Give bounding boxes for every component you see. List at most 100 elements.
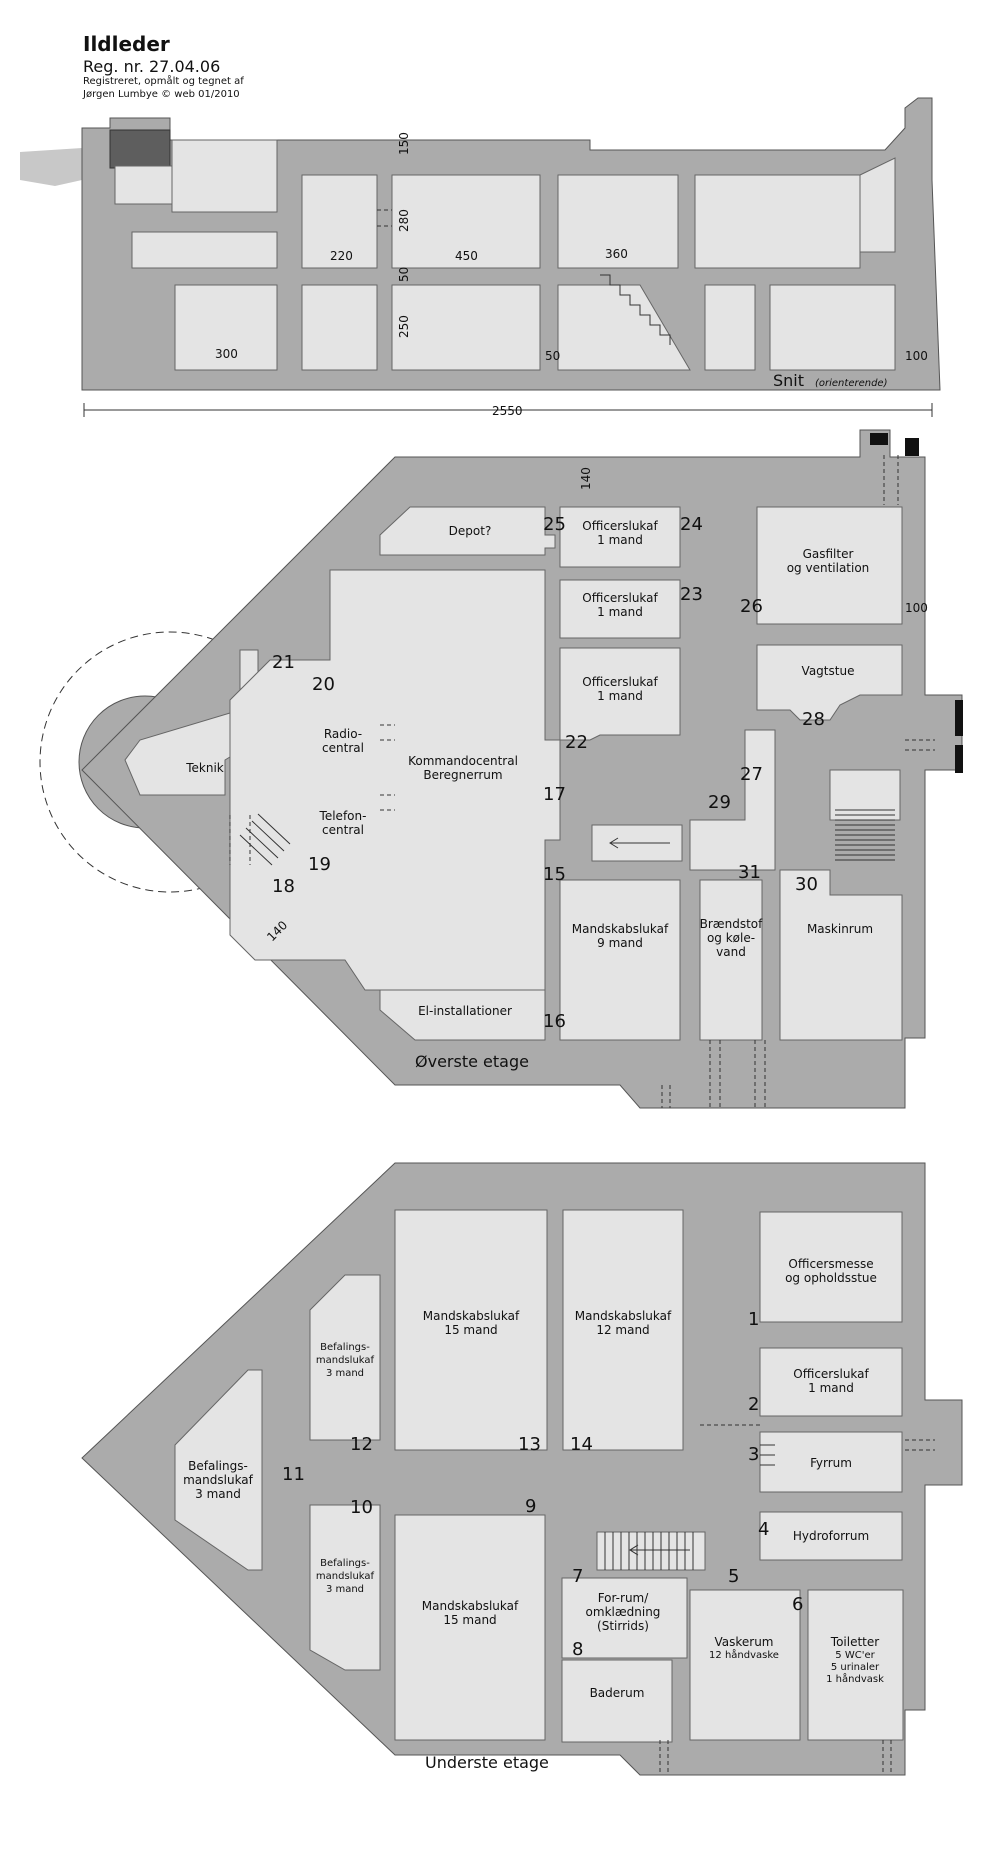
upper-dash-lines-radio	[380, 724, 395, 811]
door-number-8: 8	[572, 1639, 583, 1660]
section-terrain	[20, 148, 82, 186]
lower-floor-plan: Mandskabslukaf 15 mand Mandskabslukaf 12…	[81, 1162, 963, 1776]
label-officer-lower-1: Officerslukaf	[793, 1367, 869, 1381]
room-befalingsmandslukaf-north[interactable]	[309, 1274, 381, 1441]
room-befalingsmandslukaf-south[interactable]	[309, 1504, 381, 1671]
label-befal-south-2: mandslukaf	[316, 1571, 375, 1582]
section-stair-steps	[600, 274, 671, 345]
upper-dim-100: 100	[905, 601, 928, 615]
section-dim-300: 300	[215, 347, 238, 361]
section-room-g	[391, 284, 541, 371]
section-dim-450: 450	[455, 249, 478, 263]
label-hydroforrum: Hydroforrum	[793, 1529, 869, 1543]
lower-stair-arrow	[629, 1544, 690, 1556]
section-room-c	[557, 174, 679, 269]
room-gasfilter[interactable]	[756, 506, 903, 625]
room-befalingsmandslukaf-west[interactable]	[174, 1369, 263, 1571]
label-toiletter-2: 5 WC'er	[835, 1650, 875, 1661]
label-toiletter-4: 1 håndvask	[826, 1672, 884, 1685]
section-dim-250: 250	[397, 315, 411, 338]
door-number-6: 6	[792, 1594, 803, 1615]
label-officerslukaf-top-2: 1 mand	[597, 533, 643, 547]
door-number-23: 23	[680, 584, 703, 605]
upper-stair-east[interactable]	[829, 769, 901, 821]
room-kommandocentral[interactable]	[229, 569, 561, 991]
door-number-12: 12	[350, 1434, 373, 1455]
section-corridor	[131, 231, 278, 269]
section-dim-220: 220	[330, 249, 353, 263]
label-officerslukaf-low-1: Officerslukaf	[582, 675, 658, 689]
section-entrance-dark	[109, 129, 171, 169]
room-officerslukaf-mid[interactable]	[559, 579, 681, 639]
room-officersmesse[interactable]	[759, 1211, 903, 1323]
room-officerslukaf-lower[interactable]	[759, 1347, 903, 1417]
registration-number: Reg. nr. 27.04.06	[83, 57, 221, 76]
door-number-29: 29	[708, 792, 731, 813]
label-mandskab15n-1: Mandskabslukaf	[423, 1309, 520, 1323]
label-vaskerum-1: Vaskerum	[714, 1635, 773, 1649]
label-befal-north-3: 3 mand	[326, 1368, 364, 1379]
door-number-15: 15	[543, 864, 566, 885]
room-maskinrum[interactable]	[779, 869, 903, 1041]
lower-floor-label: Underste etage	[425, 1753, 549, 1772]
room-braendstof[interactable]	[699, 879, 763, 1041]
credit-line-1: Registreret, opmålt og tegnet af	[83, 76, 244, 87]
room-vagtstue[interactable]	[756, 644, 903, 721]
section-view: 150 280 50 250 220 450 360 300 50 100 Sn…	[20, 97, 941, 418]
room-depot[interactable]	[379, 506, 556, 556]
label-braendstof-1: Brændstof	[700, 917, 763, 931]
door-number-16: 16	[543, 1011, 566, 1032]
label-vagtstue: Vagtstue	[802, 664, 855, 678]
upper-west-stair-steps	[239, 813, 291, 866]
room-fyrrum[interactable]	[759, 1431, 903, 1493]
section-stair-right	[859, 157, 896, 253]
room-mandskabslukaf-15-north[interactable]	[394, 1209, 548, 1451]
section-label: Snit	[773, 371, 804, 390]
door-number-1: 1	[748, 1309, 759, 1330]
room-baderum[interactable]	[561, 1659, 673, 1743]
room-forrum[interactable]	[561, 1577, 688, 1659]
section-dim-line	[83, 403, 933, 417]
section-room-b	[391, 174, 541, 269]
upper-side-door-a	[955, 700, 963, 736]
label-forrum-1: For-rum/	[598, 1591, 650, 1605]
door-number-2: 2	[748, 1394, 759, 1415]
section-room-e	[174, 284, 278, 371]
label-officerslukaf-low-2: 1 mand	[597, 689, 643, 703]
label-baderum: Baderum	[590, 1686, 645, 1700]
upper-corridor-east[interactable]	[689, 729, 776, 871]
room-teknik[interactable]	[124, 649, 259, 796]
door-number-21: 21	[272, 652, 295, 673]
label-befal-north-1: Befalings-	[320, 1342, 370, 1353]
label-mandskab9-1: Mandskabslukaf	[572, 922, 669, 936]
label-mandskab12-2: 12 mand	[596, 1323, 649, 1337]
label-officerslukaf-mid-2: 1 mand	[597, 605, 643, 619]
upper-entrance-black	[870, 433, 888, 445]
lower-stair[interactable]	[596, 1531, 706, 1571]
room-toiletter[interactable]	[807, 1589, 904, 1741]
label-fyrrum: Fyrrum	[810, 1456, 852, 1470]
label-gasfilter-1: Gasfilter	[803, 547, 854, 561]
label-officerslukaf-mid-1: Officerslukaf	[582, 591, 658, 605]
section-dim-50b: 50	[545, 349, 560, 363]
room-mandskabslukaf-12[interactable]	[562, 1209, 684, 1451]
section-passage-dash	[377, 209, 392, 227]
lower-fyrrum-steps	[760, 1444, 775, 1466]
room-hydroforrum[interactable]	[759, 1511, 903, 1561]
door-number-14: 14	[570, 1434, 593, 1455]
label-mandskab15s-1: Mandskabslukaf	[422, 1599, 519, 1613]
upper-floor-label: Øverste etage	[415, 1052, 529, 1071]
label-befal-south-1: Befalings-	[320, 1558, 370, 1569]
room-mandskabslukaf-9[interactable]	[559, 879, 681, 1041]
room-officerslukaf-top[interactable]	[559, 506, 681, 568]
section-dim-360: 360	[605, 247, 628, 261]
label-el-installationer: El-installationer	[418, 1004, 512, 1018]
room-vaskerum[interactable]	[689, 1589, 801, 1741]
room-el-installationer[interactable]	[379, 989, 546, 1041]
credit-line-2: Jørgen Lumbye © web 01/2010	[83, 89, 240, 100]
section-room-a	[301, 174, 378, 269]
label-toiletter-3: 5 urinaler	[831, 1662, 880, 1673]
door-number-31: 31	[738, 862, 761, 883]
room-mandskabslukaf-15-south[interactable]	[394, 1514, 546, 1741]
upper-entrance-black-b	[905, 438, 919, 456]
